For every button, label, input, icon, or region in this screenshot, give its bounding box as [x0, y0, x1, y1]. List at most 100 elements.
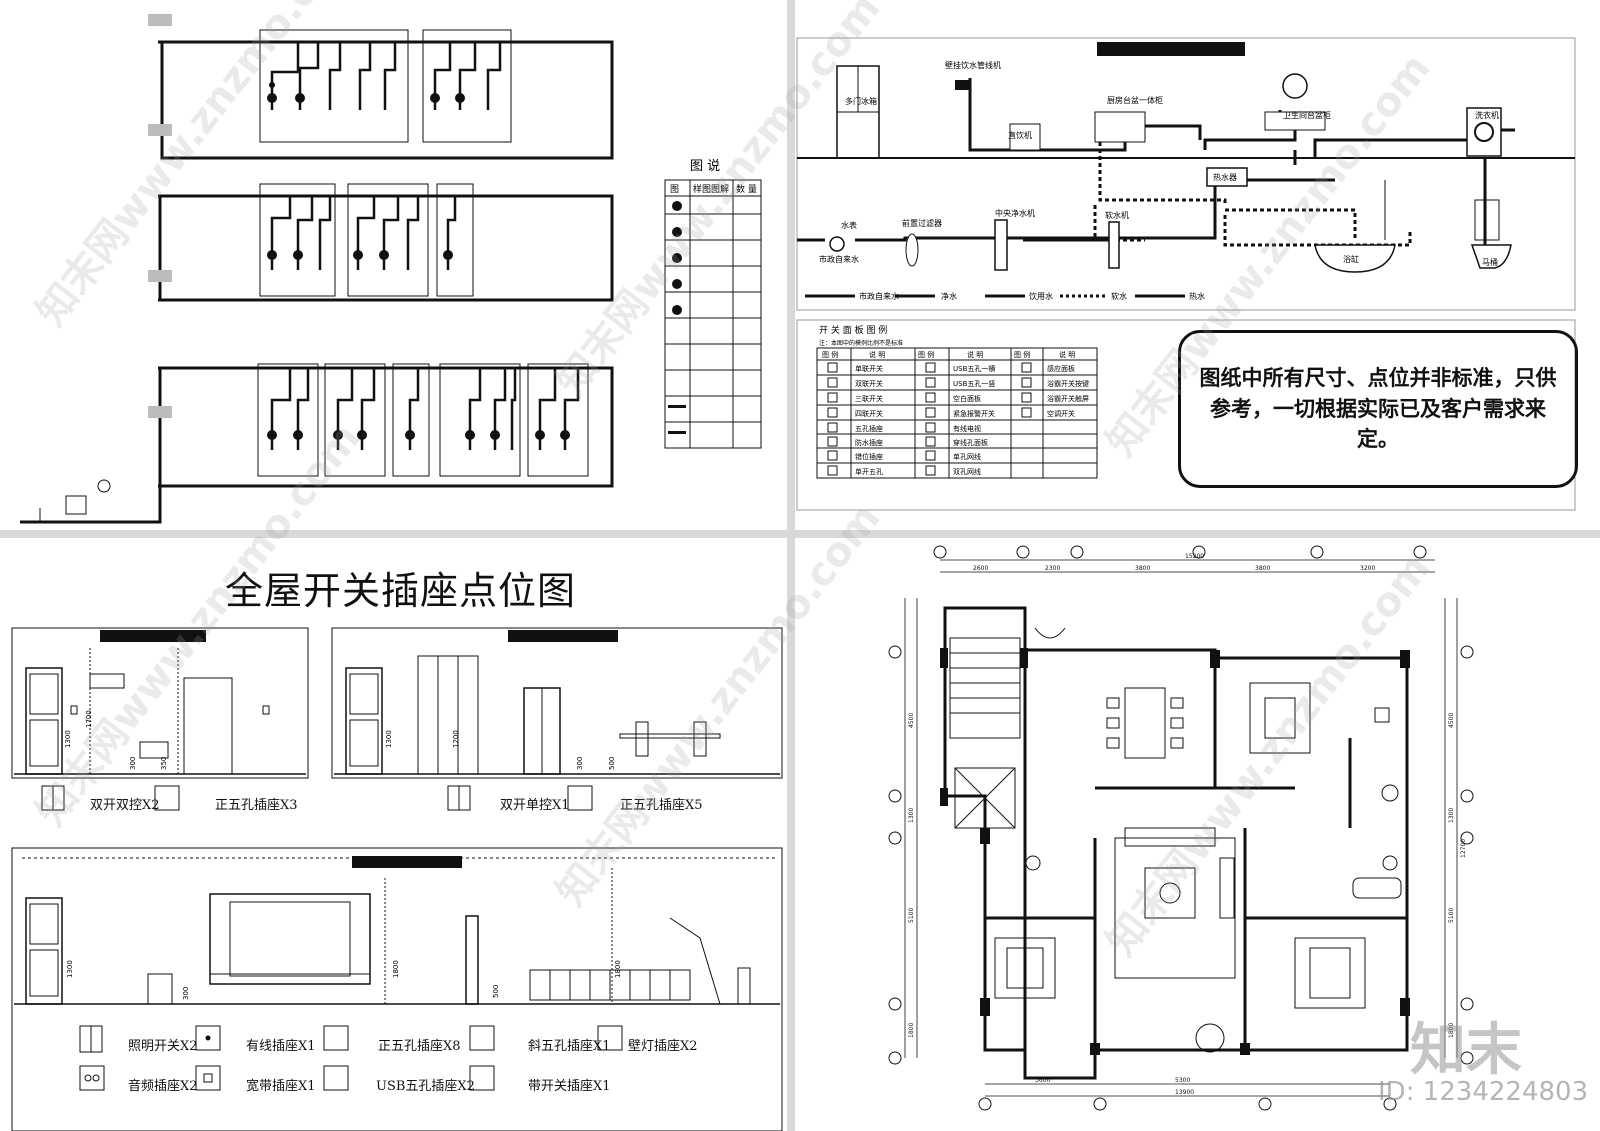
softener-label: 软水机 [1105, 210, 1129, 220]
line-legend-soft: 软水 [1111, 291, 1127, 301]
p1-legend-switch: 双开双控X2 [90, 798, 160, 813]
dim-top-3: 3800 [1255, 565, 1270, 572]
dim-top-total: 15200 [1185, 553, 1204, 560]
switch-c1-5: 防水插座 [855, 438, 883, 447]
redacted-title-bar [1097, 42, 1245, 56]
meter-label: 水表 [841, 220, 857, 230]
dim-p3-0: 1300 [66, 960, 74, 978]
prefilter-label: 前置过滤器 [902, 218, 942, 228]
toilet-shape [1470, 244, 1512, 269]
direct-drink-label: 直饮机 [1008, 130, 1032, 140]
p3-legend-2: 正五孔插座X8 [378, 1039, 461, 1054]
dispenser-label: 壁挂饮水管线机 [945, 60, 1001, 70]
switch-c2-6: 单孔网线 [953, 452, 981, 461]
switch-header-2: 图 例 [918, 350, 934, 359]
switch-c1-1: 双联开关 [855, 379, 883, 388]
dim-top-1: 2300 [1045, 565, 1060, 572]
switch-c1-4: 五孔插座 [855, 424, 883, 433]
washer-label: 洗衣机 [1475, 110, 1499, 120]
water-schematic: 图 说 图 样图图解 数 量 [20, 14, 762, 524]
p1-legend-socket: 正五孔插座X3 [215, 798, 298, 813]
switch-c3-1: 浴霸开关按键 [1047, 379, 1089, 388]
washer-shape [1466, 107, 1502, 157]
dim-right-3: 1800 [1448, 1023, 1455, 1038]
p2-legend-switch: 双开单控X1 [500, 798, 570, 813]
elevations-panel: 1700 1300 300 350 1300 1200 300 500 [0, 538, 787, 1131]
switch-header-0: 图 例 [822, 350, 838, 359]
dim-side-total: 12700 [1460, 839, 1467, 858]
switch-header-1: 说 明 [869, 350, 885, 359]
dim-left-2: 5100 [908, 908, 915, 923]
dim-right-1: 1300 [1448, 808, 1455, 823]
dim-top-2: 3800 [1135, 565, 1150, 572]
water-schematic-panel: 图 说 图 样图图解 数 量 [0, 0, 787, 530]
toilet-label: 马桶 [1482, 257, 1498, 267]
brand-logo: 知末 [1410, 1018, 1522, 1083]
heater-label: 热水器 [1213, 172, 1237, 182]
page-title: 全屋开关插座点位图 [225, 569, 577, 613]
dim-left-0: 4500 [908, 713, 915, 728]
line-legend-drink: 饮用水 [1029, 291, 1053, 301]
legend-col-0: 图 [670, 184, 679, 195]
p3-legend-3: 斜五孔插座X1 [528, 1039, 611, 1054]
switch-c2-0: USB五孔一横 [953, 364, 995, 373]
dim-p2-1: 1200 [452, 730, 460, 748]
switch-c1-0: 单联开关 [855, 364, 883, 373]
dim-right-0: 4500 [1448, 713, 1455, 728]
switch-c2-3: 紧急报警开关 [953, 409, 995, 418]
switch-header-3: 说 明 [967, 350, 983, 359]
legend-col-1: 样图图解 [693, 183, 729, 195]
image-id: ID: 1234224803 [1378, 1077, 1589, 1107]
purification-panel: 多门冰箱 壁挂饮水管线机 厨房台盆一体柜 直饮机 卫生间台盆柜 洗衣机 热水器 … [795, 0, 1600, 530]
dim-bottom-2: 13900 [1175, 1089, 1194, 1096]
bathtub-label: 浴缸 [1343, 254, 1359, 264]
p3-legend-8: 带开关插座X1 [528, 1079, 611, 1094]
switch-legend-title: 开 关 面 板 图 例 [819, 324, 887, 336]
disclaimer-note: 图纸中所有尺寸、点位并非标准，只供参考，一切根据实际已及客户需求来定。 [1178, 330, 1578, 488]
line-legend-hot: 热水 [1189, 291, 1205, 301]
dim-p1-2: 300 [129, 757, 137, 770]
dim-p3-3: 500 [492, 985, 500, 998]
floor-plan-panel: 15200 2600 2300 3800 3800 3200 3600 5300… [795, 538, 1600, 1131]
switch-legend-note: 注：本图中的模例比例不是标准 [819, 339, 903, 347]
p3-legend-1: 有线插座X1 [246, 1039, 316, 1054]
p3-legend-5: 音频插座X2 [128, 1079, 198, 1094]
switch-c2-4: 有线电视 [953, 424, 981, 433]
dim-bottom-0: 3600 [1035, 1077, 1050, 1084]
p3-legend-0: 照明开关X2 [128, 1039, 198, 1054]
switch-header-5: 说 明 [1059, 350, 1075, 359]
dim-p3-4: 300 [182, 987, 190, 1000]
bath-basin-label: 卫生间台盆柜 [1283, 110, 1331, 120]
dim-right-2: 5100 [1448, 908, 1455, 923]
switch-c3-0: 感应面板 [1047, 364, 1075, 373]
dim-p1-3: 350 [160, 757, 168, 770]
p3-legend-6: 宽带插座X1 [246, 1079, 316, 1094]
switch-header-4: 图 例 [1014, 350, 1030, 359]
dim-p1-0: 1700 [85, 710, 93, 728]
switch-c1-7: 单开五孔 [855, 467, 883, 476]
purification-diagram: 多门冰箱 壁挂饮水管线机 厨房台盆一体柜 直饮机 卫生间台盆柜 洗衣机 热水器 … [796, 37, 1576, 511]
switch-c3-3: 空调开关 [1047, 409, 1075, 418]
central-purifier-label: 中央净水机 [995, 208, 1035, 218]
dim-p3-2: 1800 [614, 960, 622, 978]
p2-legend-socket: 正五孔插座X5 [620, 798, 703, 813]
switch-c2-5: 穿线孔面板 [953, 438, 988, 447]
city-water-label: 市政自来水 [819, 254, 859, 264]
dim-left-1: 1300 [908, 808, 915, 823]
line-legend-city: 市政自来水 [859, 291, 899, 301]
horizontal-divider [0, 530, 1600, 538]
fridge-label: 多门冰箱 [845, 96, 877, 106]
dim-bottom-1: 5300 [1175, 1077, 1190, 1084]
p3-legend-4: 壁灯插座X2 [628, 1039, 698, 1054]
elevations: 1700 1300 300 350 1300 1200 300 500 [11, 627, 783, 1131]
legend-title: 图 说 [690, 159, 720, 174]
switch-c1-6: 错位插座 [855, 452, 883, 461]
dim-p2-2: 300 [576, 757, 584, 770]
dim-left-3: 1800 [908, 1023, 915, 1038]
p3-legend-7: USB五孔插座X2 [376, 1079, 475, 1094]
switch-c3-2: 浴霸开关触屏 [1047, 394, 1089, 403]
switch-c2-7: 双孔网线 [953, 467, 981, 476]
dim-top-4: 3200 [1360, 565, 1375, 572]
dim-p1-1: 1300 [64, 730, 72, 748]
dim-top-0: 2600 [973, 565, 988, 572]
